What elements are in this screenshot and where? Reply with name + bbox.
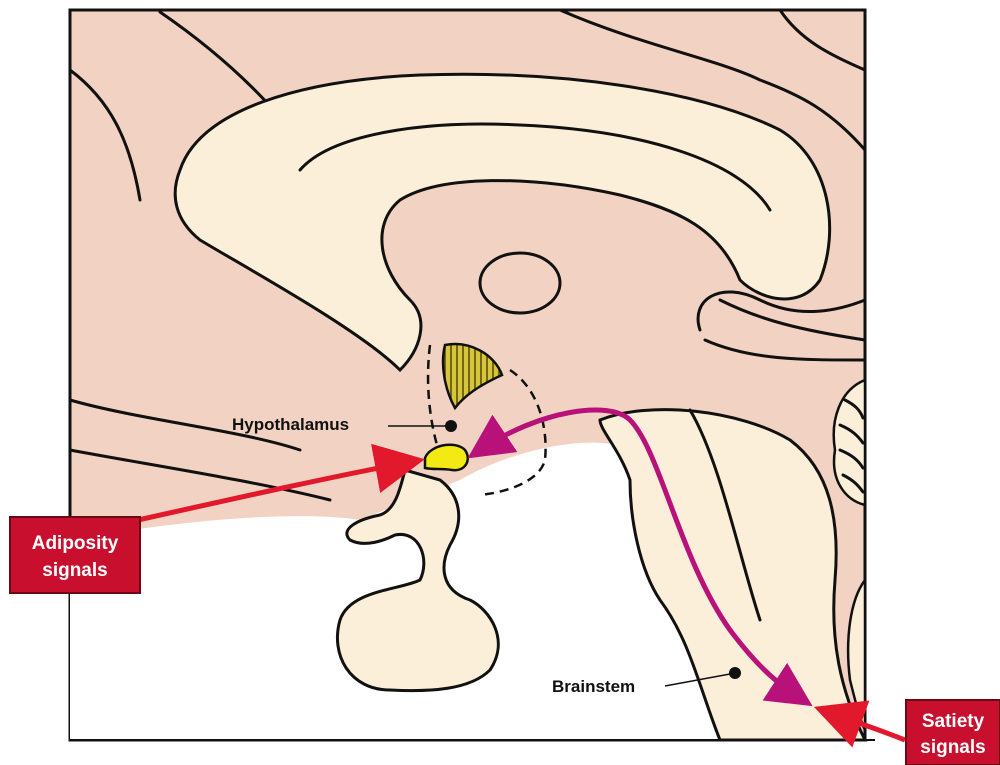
- satiety-callout-line1: Satiety: [922, 711, 985, 732]
- arcuate-nucleus: [425, 445, 468, 471]
- thalamus-oval: [480, 253, 560, 313]
- adiposity-signals-callout: Adiposity signals: [10, 517, 140, 593]
- brainstem-label: Brainstem: [552, 677, 635, 696]
- hypothalamus-dot: [445, 420, 457, 432]
- brainstem-dot: [729, 667, 741, 679]
- adiposity-callout-box: [10, 517, 140, 593]
- hypothalamus-label: Hypothalamus: [232, 415, 349, 434]
- adiposity-callout-line2: signals: [42, 560, 107, 581]
- satiety-callout-line2: signals: [920, 737, 985, 758]
- satiety-signals-callout: Satiety signals: [906, 700, 1000, 765]
- adiposity-callout-line1: Adiposity: [32, 533, 119, 554]
